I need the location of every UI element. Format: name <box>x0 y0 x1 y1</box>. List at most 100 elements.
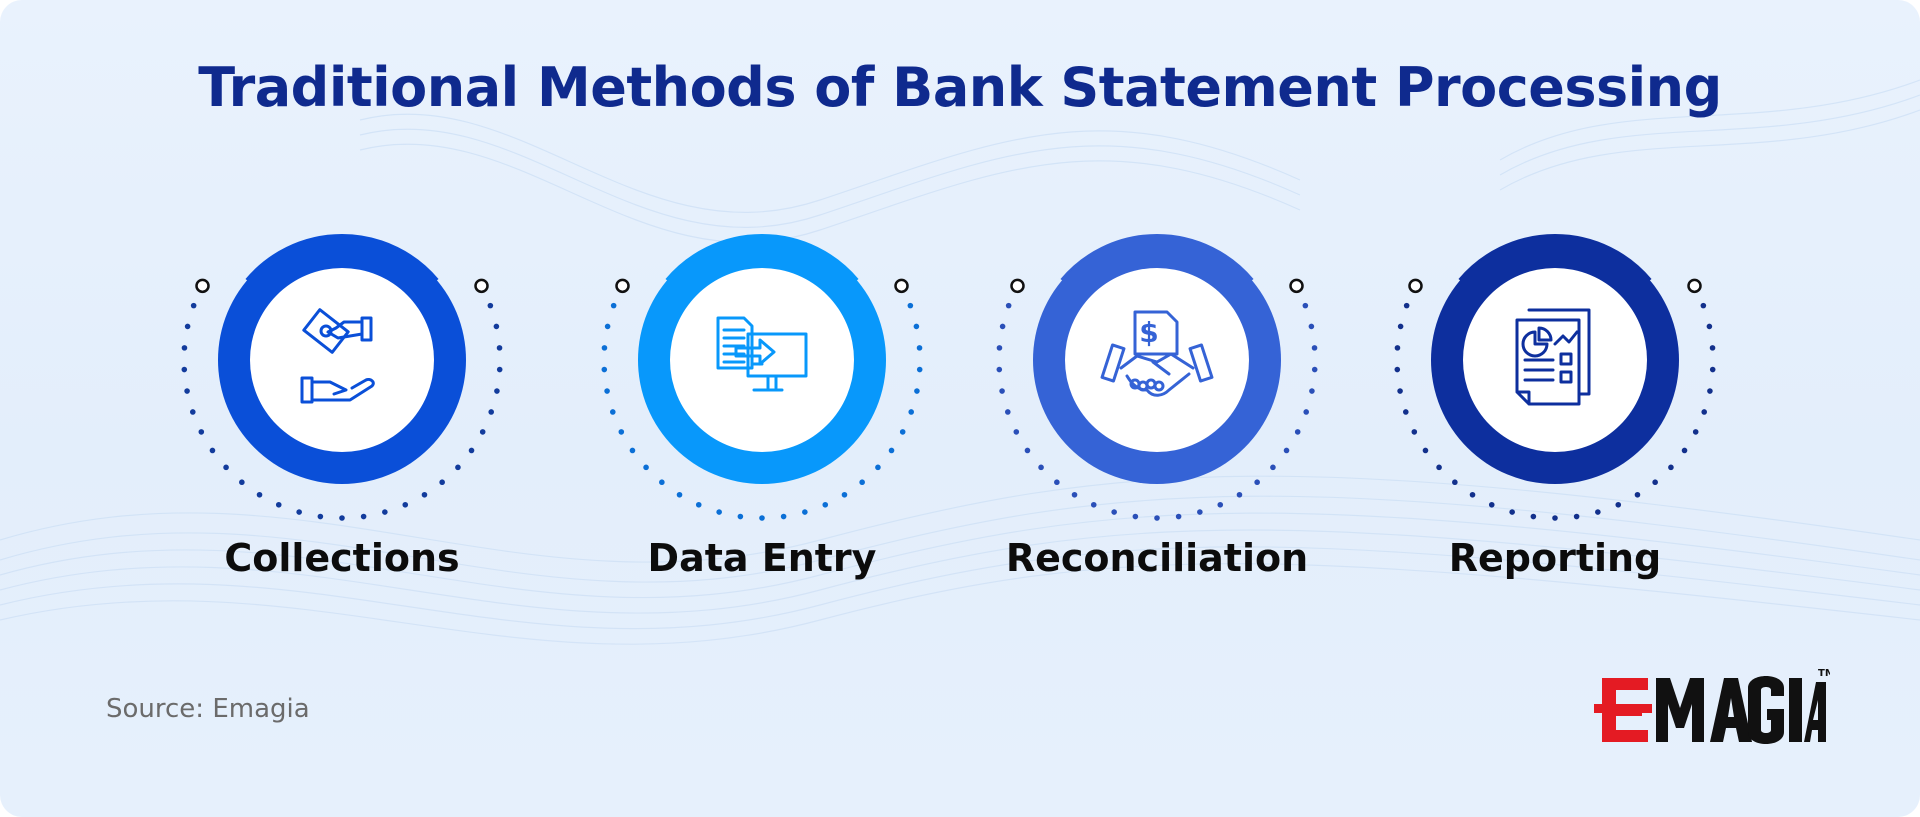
dotted-ring-dot <box>181 366 188 373</box>
ring-endpoint <box>1687 278 1702 294</box>
dotted-ring-dot <box>914 388 920 394</box>
dotted-ring-dot <box>1197 509 1203 515</box>
dotted-ring-dot <box>339 515 345 521</box>
dotted-ring-dot <box>496 366 503 373</box>
dotted-ring-dot <box>759 515 765 521</box>
dotted-ring-dot <box>1701 409 1708 415</box>
step-label: Reconciliation <box>1005 536 1309 580</box>
dotted-ring-dot <box>1294 429 1301 435</box>
dotted-ring-dot <box>899 429 906 435</box>
dotted-ring-dot <box>1236 491 1243 498</box>
dotted-ring-dot <box>1303 409 1310 415</box>
dotted-ring-dot <box>493 323 500 330</box>
dotted-ring-dot <box>1709 345 1716 351</box>
dotted-ring-dot <box>1652 479 1658 486</box>
dotted-ring-dot <box>1634 491 1641 498</box>
dotted-ring-dot <box>1668 464 1674 471</box>
dotted-ring-dot <box>1004 409 1011 415</box>
dotted-ring-dot <box>908 409 915 415</box>
step-collections: Collections <box>162 200 522 600</box>
dotted-ring-dot <box>1024 447 1031 454</box>
svg-text:$: $ <box>1139 316 1158 349</box>
dotted-ring-dot <box>496 345 503 351</box>
dotted-ring-dot <box>888 447 895 454</box>
ring-endpoint <box>894 278 909 294</box>
dotted-ring-dot <box>1397 323 1404 330</box>
dotted-ring-dot <box>716 509 722 515</box>
dotted-ring-dot <box>1488 501 1495 508</box>
dotted-ring-dot <box>737 513 744 520</box>
dotted-ring-dot <box>1709 366 1716 373</box>
dotted-ring-dot <box>402 501 409 508</box>
dotted-ring-dot <box>256 491 263 498</box>
ring-endpoint <box>474 278 489 294</box>
dotted-ring-dot <box>999 323 1006 330</box>
document-to-computer-icon <box>716 316 808 392</box>
step-ring <box>1394 234 1716 521</box>
dotted-ring-dot <box>479 429 486 435</box>
dotted-ring-dot <box>604 323 611 330</box>
dotted-ring-dot <box>859 479 865 486</box>
dotted-ring-dot <box>1402 409 1409 415</box>
dotted-ring-dot <box>601 345 608 351</box>
dotted-ring-dot <box>1311 345 1318 351</box>
dotted-ring-dot <box>1452 479 1458 486</box>
dotted-ring-dot <box>916 345 923 351</box>
dotted-ring-dot <box>618 429 625 435</box>
dotted-ring-dot <box>802 509 808 515</box>
dotted-ring-dot <box>676 491 683 498</box>
dotted-ring-dot <box>1394 345 1401 351</box>
dotted-ring-dot <box>999 388 1005 394</box>
dotted-ring-dot <box>1707 388 1713 394</box>
dotted-ring-dot <box>1411 429 1418 435</box>
dotted-ring-dot <box>198 429 205 435</box>
dotted-ring-dot <box>1308 323 1315 330</box>
ring-endpoint <box>1010 278 1025 294</box>
dotted-ring-dot <box>1254 479 1260 486</box>
step-ring <box>601 234 923 521</box>
dotted-ring-dot <box>643 464 649 471</box>
dotted-ring-dot <box>695 501 702 508</box>
dotted-ring-dot <box>488 409 495 415</box>
dotted-ring-dot <box>1311 366 1318 373</box>
dotted-ring-dot <box>1595 509 1601 515</box>
dotted-ring-dot <box>780 513 787 520</box>
dotted-ring-dot <box>1422 447 1429 454</box>
dotted-ring-dot <box>601 366 608 373</box>
dotted-ring-dot <box>239 479 245 486</box>
dotted-ring-dot <box>916 366 923 373</box>
dotted-ring-dot <box>209 447 216 454</box>
emagia-logo: TM <box>1594 668 1830 744</box>
inner-disc <box>1065 268 1249 452</box>
dotted-ring-dot <box>184 388 190 394</box>
source-note: Source: Emagia <box>106 694 310 724</box>
money-exchange-icon <box>300 308 375 404</box>
dotted-ring-dot <box>822 501 829 508</box>
step-label: Reporting <box>1448 536 1662 580</box>
dotted-ring-dot <box>1090 501 1097 508</box>
dotted-ring-dot <box>629 447 636 454</box>
dotted-ring-dot <box>1436 464 1442 471</box>
dotted-ring-dot <box>189 409 196 415</box>
dotted-ring-dot <box>1283 447 1290 454</box>
dotted-ring-dot <box>1270 464 1276 471</box>
step-label: Data Entry <box>647 536 877 580</box>
dotted-ring-dot <box>494 388 500 394</box>
ring-endpoint <box>1408 278 1423 294</box>
dotted-ring-dot <box>1132 513 1139 520</box>
step-label: Collections <box>224 536 460 580</box>
dotted-ring-dot <box>296 509 302 515</box>
page-title: Traditional Methods of Bank Statement Pr… <box>198 56 1722 119</box>
dotted-ring-dot <box>604 388 610 394</box>
dotted-ring-dot <box>1005 302 1012 309</box>
dotted-ring-dot <box>223 464 229 471</box>
dotted-ring-dot <box>609 409 616 415</box>
dotted-ring-dot <box>996 366 1003 373</box>
dotted-ring-dot <box>360 513 367 520</box>
dotted-ring-dot <box>439 479 445 486</box>
dotted-ring-dot <box>1154 515 1160 521</box>
dotted-ring-dot <box>1706 323 1713 330</box>
handshake-dollar-icon: $ <box>1100 310 1214 397</box>
dotted-ring-dot <box>1217 501 1224 508</box>
